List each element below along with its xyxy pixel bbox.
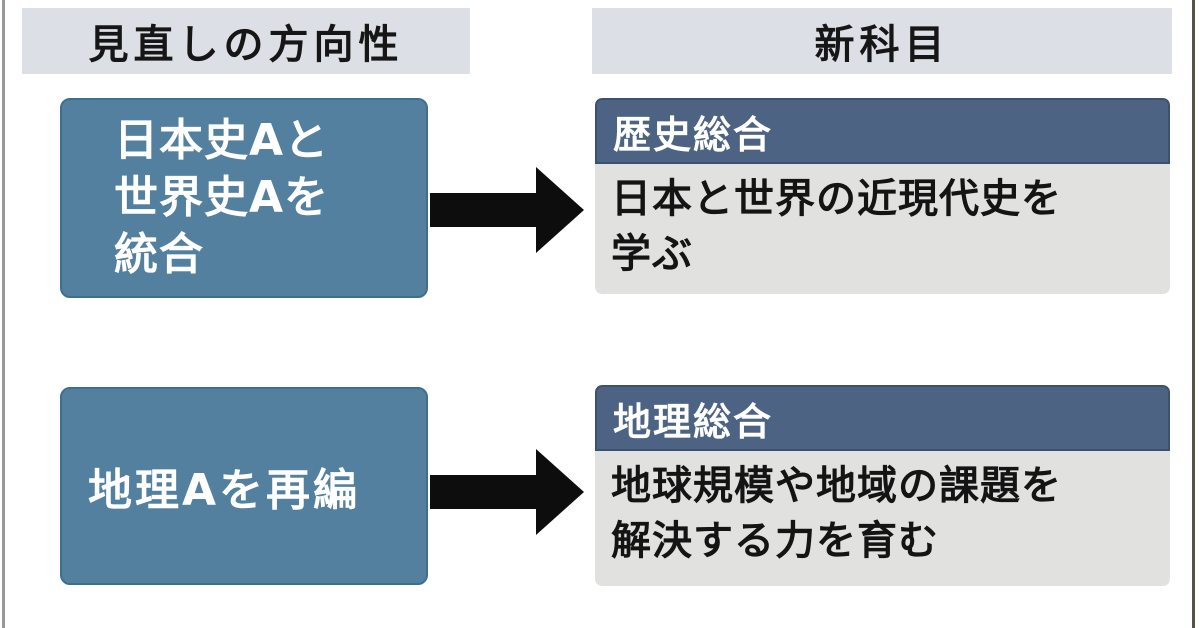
source-box-geography-line-1: 地理Aを再編 <box>88 465 361 516</box>
description-line-2: 解決する力を育む <box>611 518 939 565</box>
subject-title-label: 歴史総合 <box>613 112 774 157</box>
arrow-shaft <box>430 475 536 509</box>
source-box-history-line-1: 日本史Aと <box>114 115 330 166</box>
source-box-history-line-3: 統合 <box>114 229 204 281</box>
arrow-head <box>536 167 584 253</box>
column-header-new-subjects-label: 新科目 <box>814 22 950 68</box>
right-crop-border <box>1192 0 1195 628</box>
description-line-1: 地球規模や地域の課題を <box>611 463 1062 509</box>
subject-title-integrated-geography: 地理総合 <box>595 385 1170 451</box>
description-line-2: 学ぶ <box>611 231 693 278</box>
source-box-history-line-2: 世界史Aを <box>114 172 330 224</box>
subject-description-integrated-history: 日本と世界の近現代史を 学ぶ <box>595 164 1170 294</box>
column-header-review-direction-label: 見直しの方向性 <box>88 22 404 68</box>
target-box-integrated-history: 歴史総合 日本と世界の近現代史を 学ぶ <box>595 98 1170 294</box>
source-box-geography-reorganization: 地理Aを再編 <box>60 387 428 585</box>
subject-title-integrated-history: 歴史総合 <box>595 98 1170 164</box>
target-box-integrated-geography: 地理総合 地球規模や地域の課題を 解決する力を育む <box>595 385 1170 586</box>
arrow-head <box>536 449 584 535</box>
column-header-review-direction: 見直しの方向性 <box>22 8 470 74</box>
arrow-right-icon <box>430 449 584 535</box>
description-line-1: 日本と世界の近現代史を <box>611 176 1062 222</box>
arrow-shaft <box>430 193 536 227</box>
column-header-new-subjects: 新科目 <box>592 8 1172 74</box>
source-box-history-integration: 日本史Aと 世界史Aを 統合 <box>60 98 428 298</box>
subject-description-integrated-geography: 地球規模や地域の課題を 解決する力を育む <box>595 451 1170 586</box>
left-crop-border <box>2 0 5 628</box>
subject-title-label: 地理総合 <box>613 399 774 444</box>
arrow-right-icon <box>430 167 584 253</box>
